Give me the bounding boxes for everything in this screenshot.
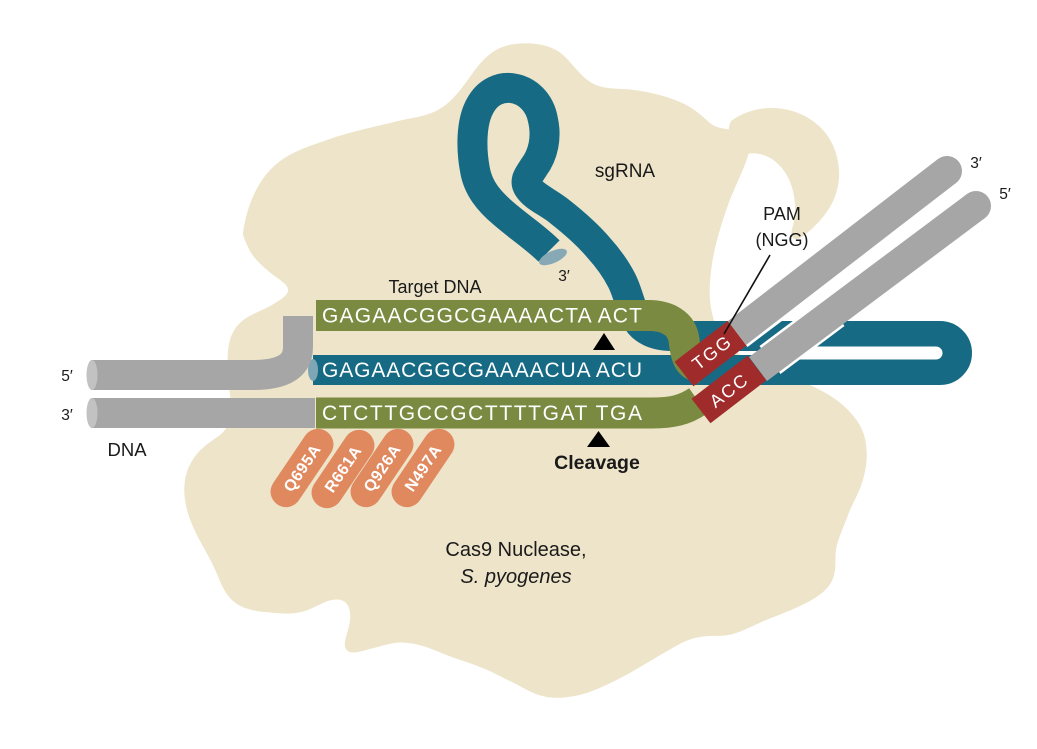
- sgrna-label: sgRNA: [595, 161, 656, 182]
- sgrna-spacer-cap: [308, 359, 318, 381]
- pam-segment-top: [674, 318, 750, 387]
- target-dna-strand-bottom: [316, 387, 707, 429]
- enzyme-name-line2: S. pyogenes: [460, 566, 571, 588]
- cleavage-marker-bottom-icon: [587, 431, 610, 447]
- dna-backbone-right-bottom: [749, 193, 985, 382]
- enzyme-name-line1: Cas9 Nuclease,: [445, 539, 586, 561]
- dna-backbone-right-bottom-tip: [961, 191, 991, 221]
- dna-backbone-left-top-cap: [86, 360, 98, 390]
- cleavage-label: Cleavage: [554, 452, 640, 474]
- pam-segment-bottom: [691, 355, 767, 424]
- target-top-sequence: GAGAACGGCGAAAACTA ACT: [322, 305, 642, 328]
- dna-backbone-right-top-tip: [932, 156, 962, 186]
- cas9-protein-lobe: [728, 108, 840, 239]
- cleavage-marker-top-icon: [593, 333, 615, 350]
- target-dna-label: Target DNA: [388, 277, 481, 297]
- pam-label-line1: PAM: [763, 204, 801, 224]
- dna-backbone-left-top: [91, 316, 313, 390]
- sgrna-spacer-sequence: GAGAACGGCGAAAACUA ACU: [322, 359, 642, 382]
- pam-pointer-line: [723, 254, 771, 335]
- pam-label-line2: (NGG): [756, 230, 809, 250]
- target-bottom-sequence: CTCTTGCCGCTTTTGAT TGA: [322, 402, 642, 425]
- left-five-prime-label: 5′: [61, 368, 73, 385]
- right-three-prime-label: 3′: [970, 155, 982, 172]
- right-five-prime-label: 5′: [999, 186, 1011, 203]
- dna-backbone-right-top: [727, 159, 957, 345]
- dna-label: DNA: [107, 439, 147, 460]
- dna-backbone-left-bottom-cap: [86, 398, 98, 428]
- sgrna-end-cap: [539, 248, 567, 266]
- sgrna-ribbon: [313, 72, 972, 385]
- left-three-prime-label: 3′: [61, 407, 73, 424]
- sgrna-three-prime-label: 3′: [558, 268, 570, 285]
